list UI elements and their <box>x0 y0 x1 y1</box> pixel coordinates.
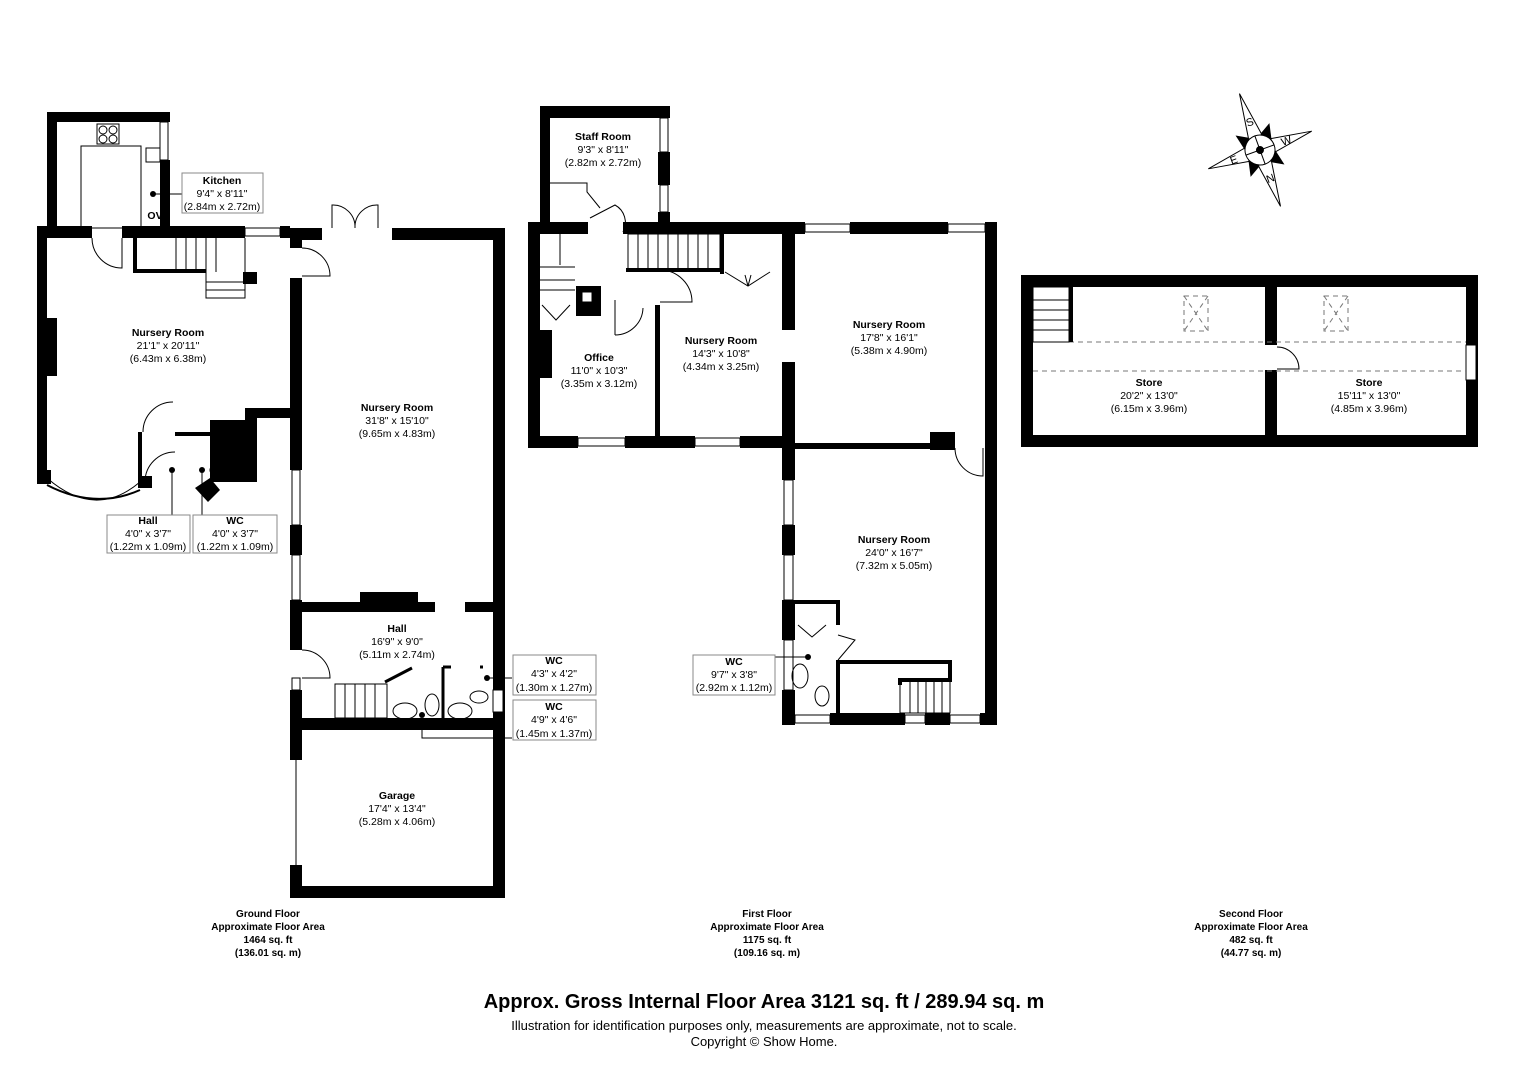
room-label-hall: Hall 16'9" x 9'0" (5.11m x 2.74m) <box>359 623 435 661</box>
room-name: Hall <box>138 515 157 527</box>
room-label-kitchen: Kitchen 9'4" x 8'11" (2.84m x 2.72m) <box>181 172 264 214</box>
floor-area-sqft: 482 sq. ft <box>1229 935 1273 946</box>
room-name: Garage <box>379 790 415 802</box>
second-floor-plan <box>1021 275 1478 447</box>
room-dimensions-imperial: 15'11" x 13'0" <box>1338 390 1401 402</box>
room-dimensions-imperial: 4'0" x 3'7" <box>212 528 258 540</box>
room-dimensions-imperial: 21'1" x 20'11" <box>137 340 200 352</box>
room-name: Nursery Room <box>132 327 204 339</box>
room-dimensions-metric: (1.22m x 1.09m) <box>110 541 186 553</box>
room-dimensions-imperial: 9'3" x 8'11" <box>578 144 629 156</box>
room-label-store-a: Store 20'2" x 13'0" (6.15m x 3.96m) <box>1111 377 1187 415</box>
room-dimensions-metric: (1.30m x 1.27m) <box>516 682 592 694</box>
ground-floor-summary: Ground Floor Approximate Floor Area 1464… <box>211 909 325 959</box>
room-dimensions-imperial: 4'3" x 4'2" <box>531 668 577 680</box>
room-name: Nursery Room <box>361 402 433 414</box>
room-dimensions-metric: (2.82m x 2.72m) <box>565 157 641 169</box>
room-name: Staff Room <box>575 131 631 143</box>
room-dimensions-imperial: 14'3" x 10'8" <box>692 348 750 360</box>
room-label-nursery-room-first-b: Nursery Room 17'8" x 16'1" (5.38m x 4.90… <box>851 319 927 357</box>
room-dimensions-imperial: 4'0" x 3'7" <box>125 528 171 540</box>
room-label-staff-room: Staff Room 9'3" x 8'11" (2.82m x 2.72m) <box>565 131 641 169</box>
room-dimensions-metric: (1.22m x 1.09m) <box>197 541 273 553</box>
room-label-garage: Garage 17'4" x 13'4" (5.28m x 4.06m) <box>359 790 435 828</box>
room-dimensions-metric: (5.28m x 4.06m) <box>359 816 435 828</box>
compass-e: E <box>1229 154 1240 168</box>
room-dimensions-imperial: 17'4" x 13'4" <box>368 803 426 815</box>
room-dimensions-imperial: 20'2" x 13'0" <box>1120 390 1178 402</box>
room-label-wc-lower: WC 4'9" x 4'6" (1.45m x 1.37m) <box>512 699 597 741</box>
room-name: WC <box>725 656 743 668</box>
first-floor-summary: First Floor Approximate Floor Area 1175 … <box>710 909 824 959</box>
compass-w: W <box>1280 134 1294 149</box>
gross-area-title: Approx. Gross Internal Floor Area 3121 s… <box>484 991 1045 1013</box>
room-name: Hall <box>387 623 406 635</box>
room-dimensions-imperial: 9'4" x 8'11" <box>197 188 248 200</box>
room-dimensions-metric: (4.34m x 3.25m) <box>683 361 759 373</box>
room-dimensions-metric: (4.85m x 3.96m) <box>1331 403 1407 415</box>
first-floor-plan <box>528 106 997 725</box>
room-dimensions-metric: (3.35m x 3.12m) <box>561 378 637 390</box>
room-name: Kitchen <box>203 175 242 187</box>
floor-caption: Approximate Floor Area <box>710 922 824 933</box>
disclaimer: Illustration for identification purposes… <box>511 1018 1017 1033</box>
room-dimensions-imperial: 24'0" x 16'7" <box>865 547 923 559</box>
room-dimensions-metric: (2.84m x 2.72m) <box>184 201 260 213</box>
room-name: Nursery Room <box>858 534 930 546</box>
room-dimensions-metric: (5.11m x 2.74m) <box>359 649 435 661</box>
room-dimensions-imperial: 31'8" x 15'10" <box>365 415 429 427</box>
room-name: Nursery Room <box>685 335 757 347</box>
room-dimensions-metric: (9.65m x 4.83m) <box>359 428 435 440</box>
floor-caption: Approximate Floor Area <box>1194 922 1308 933</box>
floor-name: Ground Floor <box>236 909 300 920</box>
room-dimensions-metric: (1.45m x 1.37m) <box>516 728 592 740</box>
room-name: Store <box>1136 377 1163 389</box>
floor-area-sqm: (109.16 sq. m) <box>734 948 800 959</box>
room-label-wc-ground: WC 4'0" x 3'7" (1.22m x 1.09m) <box>192 514 278 554</box>
room-label-wc-first: WC 9'7" x 3'8" (2.92m x 1.12m) <box>692 654 776 696</box>
room-name: WC <box>226 515 244 527</box>
room-dimensions-imperial: 11'0" x 10'3" <box>571 365 628 377</box>
copyright: Copyright © Show Home. <box>691 1034 838 1049</box>
ground-floor-plan: OV <box>37 112 512 898</box>
room-dimensions-metric: (7.32m x 5.05m) <box>856 560 932 572</box>
room-dimensions-metric: (6.43m x 6.38m) <box>130 353 206 365</box>
compass-n: N <box>1265 172 1277 186</box>
compass-s: S <box>1245 116 1256 130</box>
room-label-office: Office 11'0" x 10'3" (3.35m x 3.12m) <box>561 352 637 390</box>
floor-area-sqft: 1464 sq. ft <box>244 935 294 946</box>
room-name: Nursery Room <box>853 319 925 331</box>
room-label-store-b: Store 15'11" x 13'0" (4.85m x 3.96m) <box>1331 377 1407 415</box>
room-label-nursery-room-right: Nursery Room 31'8" x 15'10" (9.65m x 4.8… <box>359 402 435 440</box>
room-name: Office <box>584 352 614 364</box>
room-dimensions-metric: (2.92m x 1.12m) <box>696 682 772 694</box>
floor-name: Second Floor <box>1219 909 1283 920</box>
room-dimensions-metric: (6.15m x 3.96m) <box>1111 403 1187 415</box>
floor-area-sqm: (44.77 sq. m) <box>1221 948 1282 959</box>
second-floor-summary: Second Floor Approximate Floor Area 482 … <box>1194 909 1308 959</box>
oven-label: OV <box>147 210 162 222</box>
room-label-wc-upper: WC 4'3" x 4'2" (1.30m x 1.27m) <box>512 654 597 696</box>
room-name: WC <box>545 655 563 667</box>
room-dimensions-imperial: 17'8" x 16'1" <box>860 332 918 344</box>
room-name: WC <box>545 701 563 713</box>
room-label-hall-small: Hall 4'0" x 3'7" (1.22m x 1.09m) <box>106 514 191 554</box>
floor-area-sqm: (136.01 sq. m) <box>235 948 301 959</box>
room-label-nursery-room-left: Nursery Room 21'1" x 20'11" (6.43m x 6.3… <box>130 327 206 365</box>
room-dimensions-imperial: 16'9" x 9'0" <box>371 636 423 648</box>
room-dimensions-imperial: 9'7" x 3'8" <box>711 669 757 681</box>
floor-caption: Approximate Floor Area <box>211 922 325 933</box>
floor-name: First Floor <box>742 909 792 920</box>
compass-icon: S N E W <box>1208 93 1312 207</box>
room-dimensions-imperial: 4'9" x 4'6" <box>531 714 577 726</box>
room-dimensions-metric: (5.38m x 4.90m) <box>851 345 927 357</box>
room-name: Store <box>1356 377 1383 389</box>
floor-area-sqft: 1175 sq. ft <box>743 935 792 946</box>
room-label-nursery-room-first-c: Nursery Room 24'0" x 16'7" (7.32m x 5.05… <box>856 534 932 572</box>
room-label-nursery-room-first-a: Nursery Room 14'3" x 10'8" (4.34m x 3.25… <box>683 335 759 373</box>
